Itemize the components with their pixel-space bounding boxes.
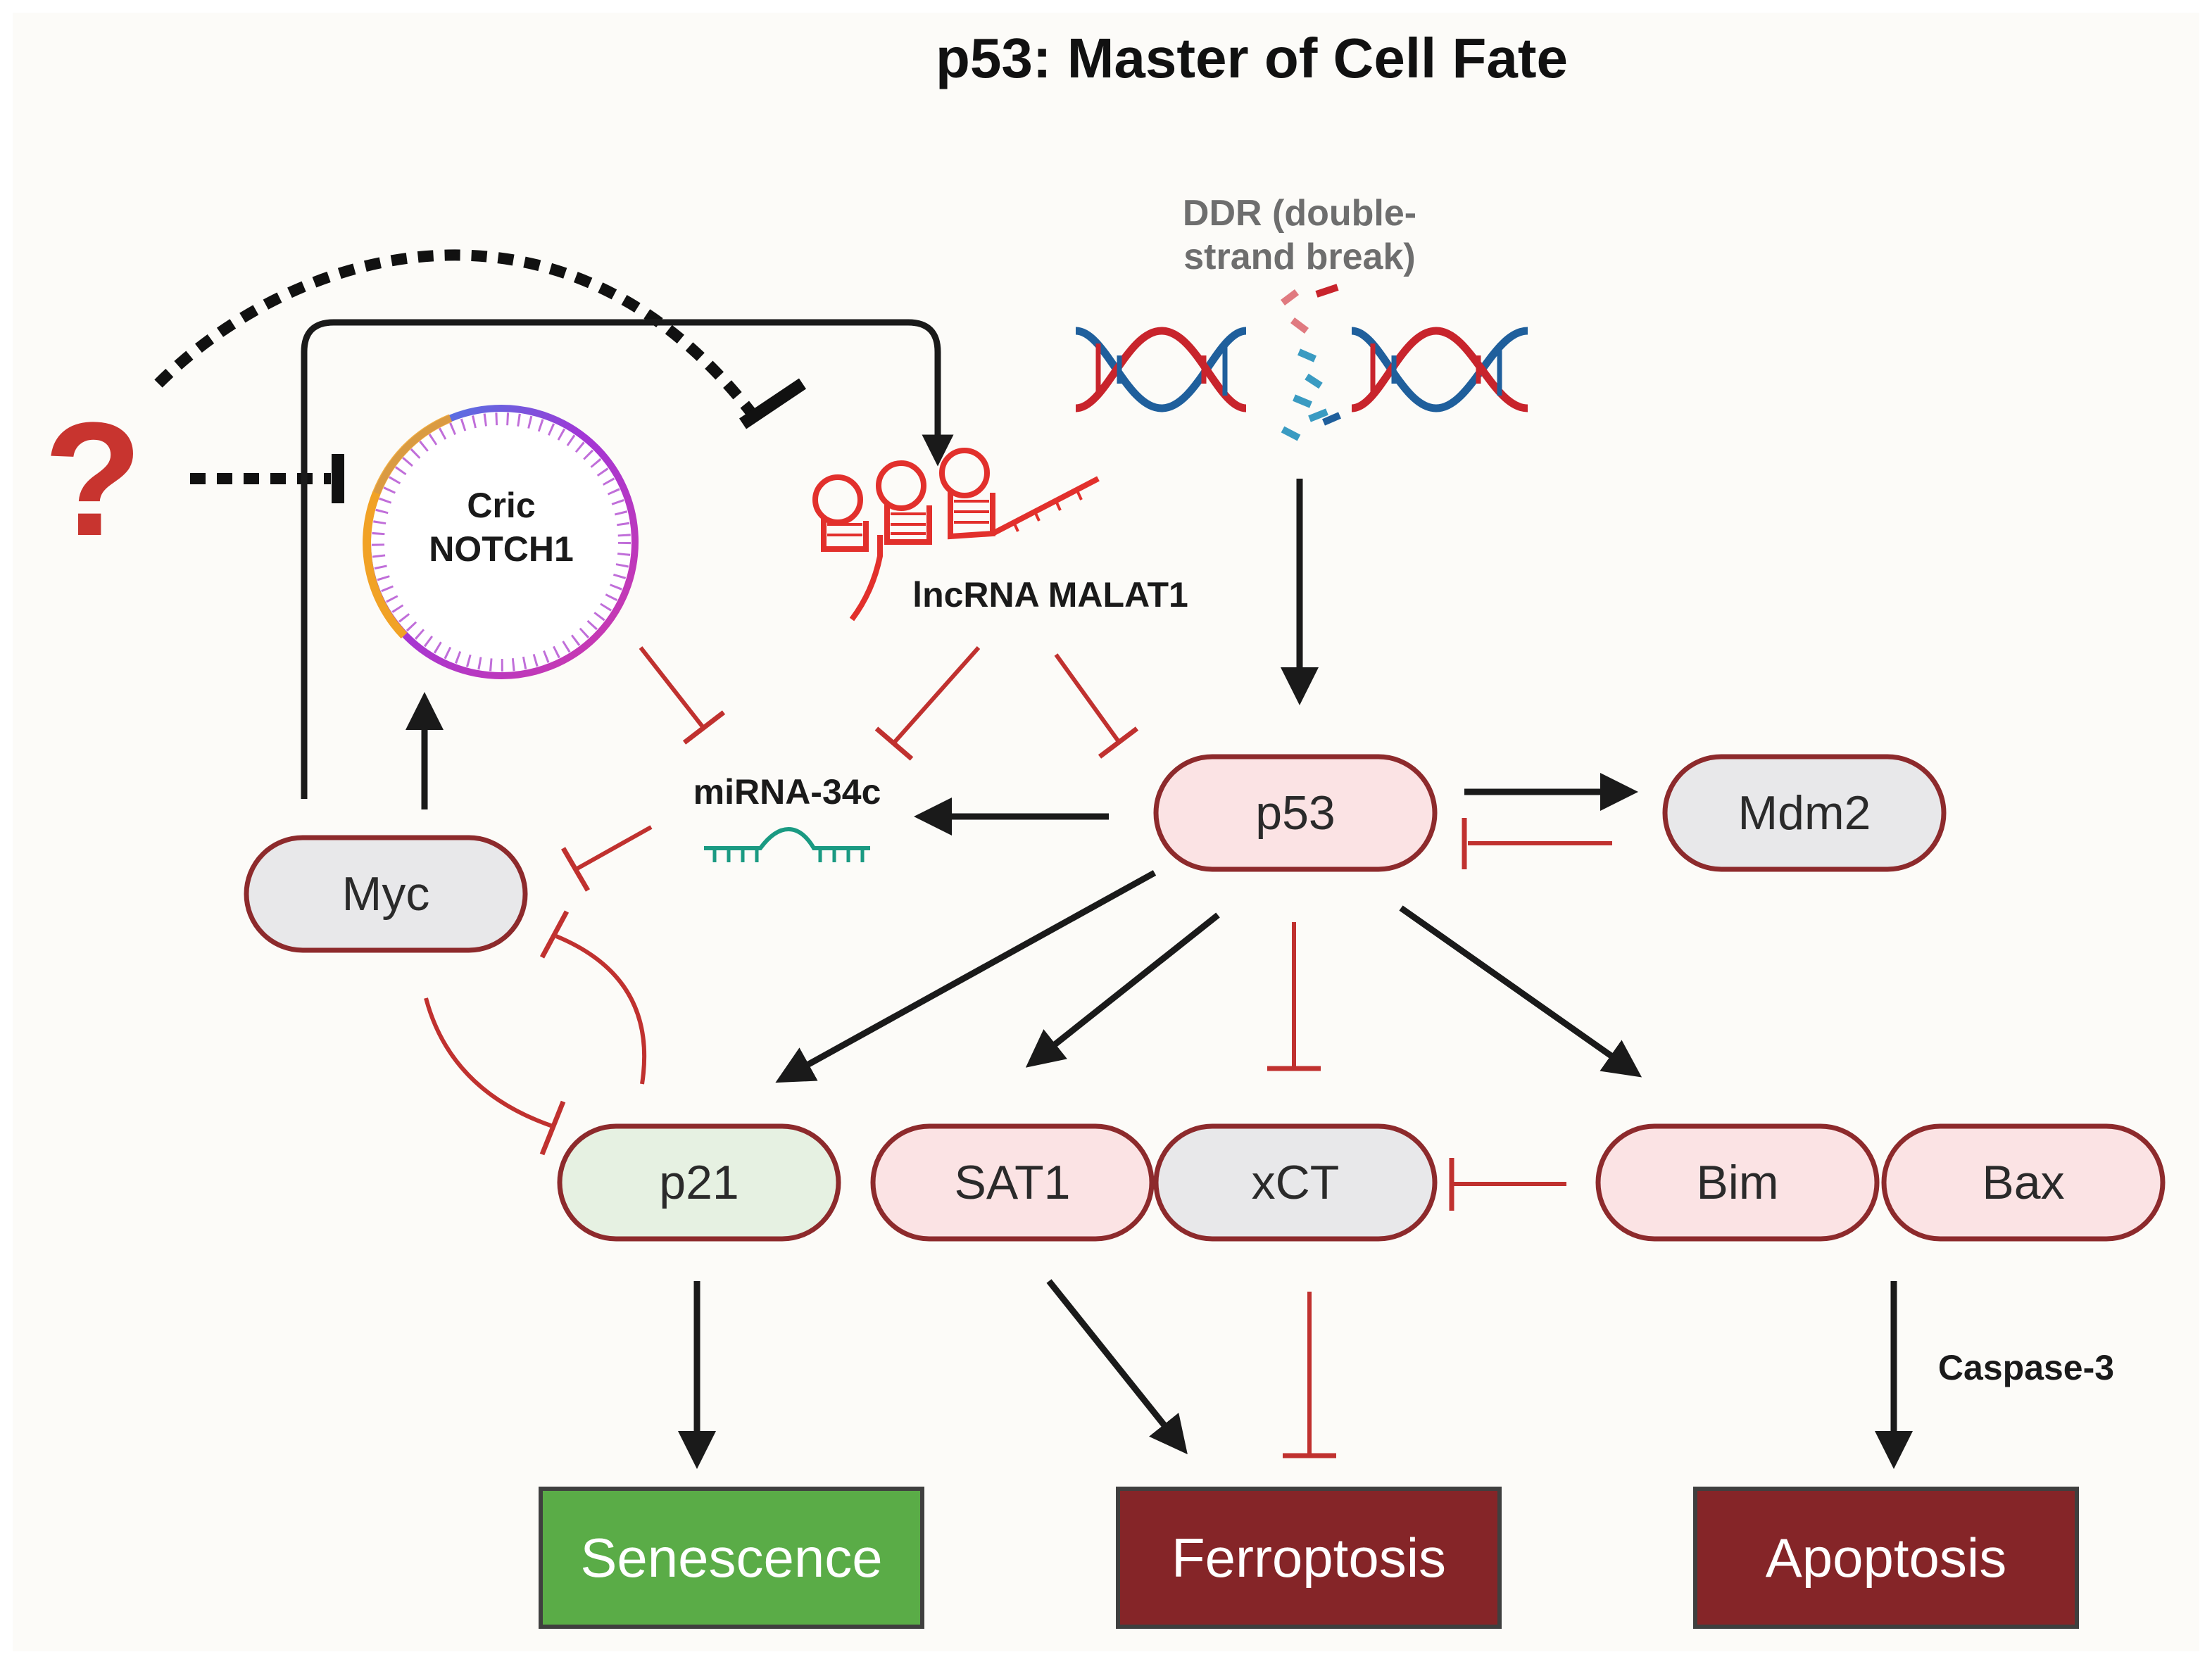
node-bim: Bim: [1595, 1123, 1880, 1242]
outcome-senescence: Senescence: [539, 1487, 924, 1629]
circrna-icon: Cric NOTCH1: [363, 405, 639, 679]
node-bax: Bax: [1881, 1123, 2166, 1242]
circrna-label-line2: NOTCH1: [429, 529, 574, 569]
inhibition-p21-to-myc: [539, 910, 647, 1085]
arrow-p53-to-sat1: [1025, 912, 1220, 1068]
node-p53-label: p53: [1255, 786, 1335, 840]
arrow-myc-to-lncrna: [301, 319, 954, 799]
node-myc-label: Myc: [342, 867, 430, 921]
arrow-sat1-to-ferroptosis: [1046, 1279, 1188, 1455]
ddr-label-line1: DDR (double-: [1183, 193, 1416, 234]
node-mdm2: Mdm2: [1662, 754, 1947, 872]
inhibition-p53-to-xct: [1267, 922, 1321, 1071]
node-bim-label: Bim: [1696, 1156, 1778, 1209]
inhibition-mirna-to-myc: [560, 825, 653, 892]
question-mark-icon: ?: [44, 389, 143, 569]
circrna-label-line1: Cric: [467, 486, 535, 525]
inhibition-mdm2-to-p53: [1462, 818, 1612, 869]
inhibition-myc-to-p21: [424, 997, 566, 1156]
inhibition-xct-to-ferroptosis: [1283, 1292, 1336, 1458]
arrow-p53-to-p21: [775, 870, 1157, 1083]
node-p53: p53: [1153, 754, 1438, 872]
node-mdm2-label: Mdm2: [1738, 786, 1871, 840]
inhibition-lncrna-to-mirna: [874, 646, 981, 761]
node-sat1-label: SAT1: [954, 1156, 1070, 1209]
outcome-ferroptosis-label: Ferroptosis: [1171, 1527, 1446, 1589]
node-xct: xCT: [1153, 1123, 1438, 1242]
outcome-ferroptosis: Ferroptosis: [1116, 1487, 1502, 1629]
arrow-p53-to-bim: [1399, 905, 1642, 1078]
outcome-apoptosis: Apoptosis: [1693, 1487, 2079, 1629]
dashed-inhibition-to-circrna: [190, 454, 344, 503]
inhibition-circrna-to-mirna: [639, 646, 726, 745]
page-title: p53: Master of Cell Fate: [936, 27, 1568, 89]
lncrna-label: lncRNA MALAT1: [912, 575, 1188, 614]
node-sat1: SAT1: [870, 1123, 1155, 1242]
dna-break-icon: [1075, 284, 1528, 441]
mirna-label: miRNA-34c: [693, 772, 881, 812]
ddr-label-line2: strand break): [1183, 237, 1415, 277]
caspase-label: Caspase-3: [1938, 1348, 2114, 1387]
node-bax-label: Bax: [1982, 1156, 2064, 1209]
outcome-senescence-label: Senescence: [580, 1527, 882, 1589]
outcome-apoptosis-label: Apoptosis: [1766, 1527, 2007, 1589]
inhibition-lncrna-to-p53: [1054, 653, 1139, 759]
node-p21-label: p21: [659, 1156, 739, 1209]
node-myc: Myc: [244, 835, 528, 953]
dashed-inhibition-to-lncrna: [154, 249, 807, 429]
ddr-label: DDR (double- strand break): [1183, 193, 1416, 277]
mirna-icon: [704, 826, 870, 862]
lncrna-icon: [812, 448, 1100, 622]
node-xct-label: xCT: [1252, 1156, 1340, 1209]
node-p21: p21: [557, 1123, 841, 1242]
inhibition-bim-to-xct: [1449, 1158, 1566, 1211]
